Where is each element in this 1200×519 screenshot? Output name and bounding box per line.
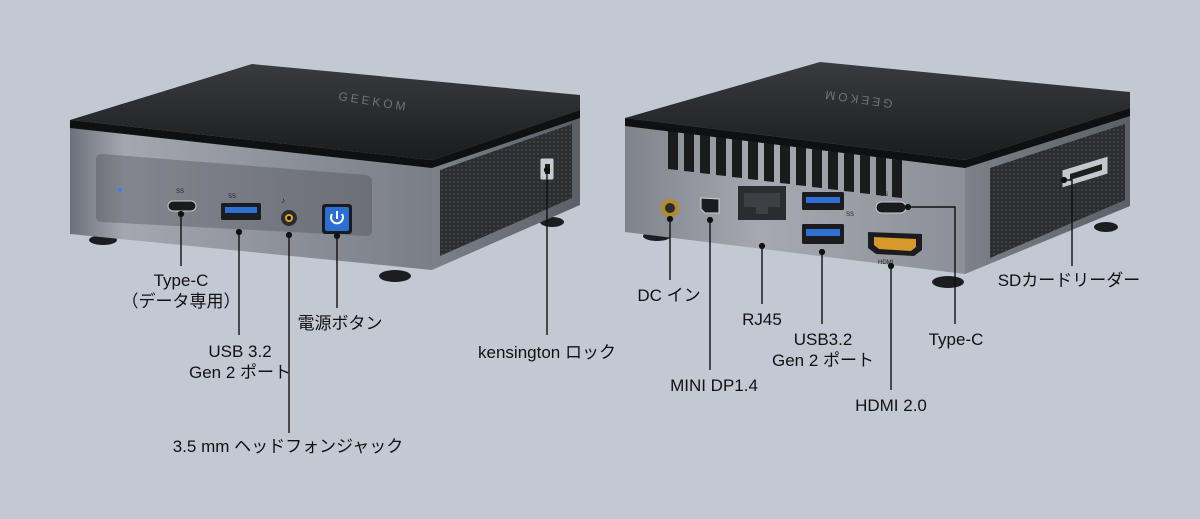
usb-a-tongue [806, 197, 840, 203]
top-edge [625, 108, 1130, 168]
foot [1094, 222, 1118, 232]
rj45-inner [744, 193, 780, 207]
front-usb-label: USB 3.2 Gen 2 ポート [188, 342, 292, 382]
hdmi-label: HDMI 2.0 [855, 396, 927, 415]
rear-vent [668, 131, 902, 198]
top-edge [70, 110, 580, 168]
top-lid [625, 62, 1130, 160]
hdmi-contacts [874, 237, 916, 251]
type-c-data-label: Type-C （データ専用） [121, 271, 241, 311]
rj45-tab [756, 207, 768, 214]
usb-a-tongue [225, 207, 257, 213]
power-icon [330, 213, 344, 225]
side-vent-grille [440, 124, 572, 256]
sd-card-reader-label: SDカードリーダー [997, 271, 1141, 290]
headphone-icon: ♪ [281, 196, 285, 205]
headphone-jack-label: 3.5 mm ヘッドフォンジャック [172, 437, 404, 456]
mini-dp-label: MINI DP1.4 [670, 376, 758, 395]
status-led [118, 188, 122, 192]
rj45-label: RJ45 [742, 310, 782, 329]
callout-lines [177, 166, 1073, 433]
hdmi-mark: HDMI [878, 260, 894, 266]
type-c-port [875, 201, 907, 214]
ss-mark: SS [228, 194, 236, 200]
side-vent-grille [990, 124, 1125, 258]
power-button-label: 電源ボタン [297, 314, 383, 333]
usb-a-tongue [806, 229, 840, 236]
rear-usb-label: USB3.2 Gen 2 ポート [771, 330, 875, 370]
top-lid [70, 64, 580, 160]
type-c-port [167, 200, 197, 212]
dc-jack-hole [665, 203, 675, 213]
foot [932, 276, 964, 288]
sd-card-opening [1070, 164, 1102, 180]
kensington-lock-label: kensington ロック [478, 343, 616, 362]
dc-in-label: DC イン [637, 286, 701, 305]
foot [379, 270, 411, 282]
front-bezel [96, 154, 372, 236]
front-unit: GEEKOM SS SS ♪ [70, 64, 580, 282]
mini-dp-port [700, 197, 720, 214]
rear-unit: GEEKOM SS SS HDMI [625, 62, 1130, 288]
audio-jack-hole [287, 216, 291, 220]
rear-type-c-label: Type-C [928, 330, 984, 349]
ss-mark: SS [880, 192, 888, 198]
ss-mark: SS [846, 212, 854, 218]
ss-mark: SS [176, 189, 184, 195]
